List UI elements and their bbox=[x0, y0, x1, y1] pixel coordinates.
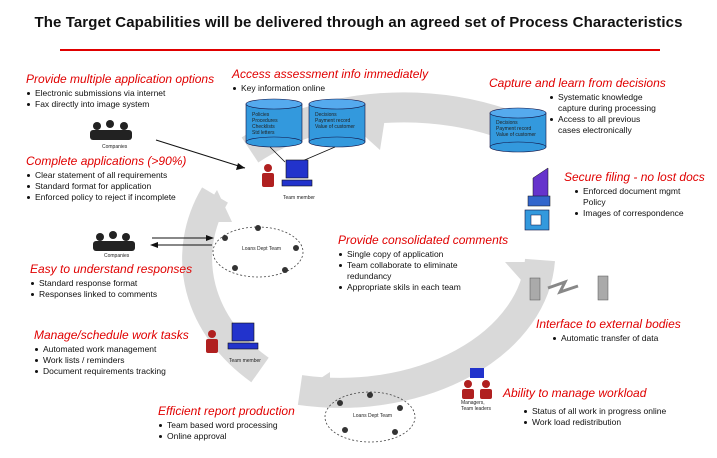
scanner-icon bbox=[527, 167, 551, 207]
block-heading: Efficient report production bbox=[158, 404, 295, 418]
database-1-items: Policies Procedures Checklists Std lette… bbox=[252, 112, 278, 136]
block-secure-filing: Secure filing - no lost docs Enforced do… bbox=[564, 170, 705, 219]
database-2-item: Value of customer bbox=[315, 124, 355, 130]
block-provide-multiple: Provide multiple application options Ele… bbox=[26, 72, 214, 110]
database-2-item: Decisions bbox=[315, 112, 337, 118]
bullet-item: Document requirements tracking bbox=[34, 366, 189, 377]
submission-arrow bbox=[155, 139, 246, 169]
database-icon-3 bbox=[489, 107, 547, 153]
bullet-item: Electronic submissions via internet bbox=[26, 88, 214, 99]
bullet-item: Enforced document mgmt Policy bbox=[574, 186, 704, 208]
block-capture-learn: Capture and learn from decisions Systema… bbox=[489, 76, 666, 136]
managers-icon bbox=[462, 368, 492, 399]
block-manage-workload: Ability to manage workload Status of all… bbox=[503, 386, 666, 428]
cycle-arrowhead-left bbox=[197, 190, 232, 222]
bullet-item: Enforced policy to reject if incomplete bbox=[26, 192, 186, 203]
cycle-arrowhead-bottom bbox=[300, 372, 330, 408]
companies-label-top: Companies bbox=[102, 144, 128, 150]
computer-icon-mid bbox=[227, 322, 259, 350]
server-left-icon bbox=[529, 277, 541, 301]
block-heading: Interface to external bodies bbox=[536, 317, 681, 331]
server-right-icon bbox=[597, 275, 609, 301]
bullet-item: Status of all work in progress online bbox=[523, 406, 666, 417]
cycle-arrowhead-right bbox=[505, 262, 555, 290]
person-icon-mid bbox=[206, 330, 218, 353]
block-heading: Access assessment info immediately bbox=[232, 67, 429, 81]
team-member-label-top: Team member bbox=[283, 195, 315, 201]
block-interface-external: Interface to external bodies Automatic t… bbox=[536, 317, 681, 344]
block-easy-responses: Easy to understand responses Standard re… bbox=[30, 262, 192, 300]
db-link-1 bbox=[269, 146, 286, 163]
database-3-item: Decisions bbox=[496, 120, 518, 126]
bullet-item: Images of correspondence bbox=[574, 208, 704, 219]
page-title: The Target Capabilities will be delivere… bbox=[34, 14, 683, 31]
lightning-icon bbox=[547, 279, 579, 295]
people-group-icon-top bbox=[90, 120, 132, 140]
bullet-item: Work lists / reminders bbox=[34, 355, 189, 366]
person-icon-top bbox=[262, 164, 274, 187]
team-center-label: Loans Dept Team bbox=[242, 246, 282, 252]
bullet-item: Team based word processing bbox=[158, 420, 295, 431]
block-manage-schedule: Manage/schedule work tasks Automated wor… bbox=[34, 328, 189, 377]
team-member-label-mid: Team member bbox=[229, 358, 261, 364]
bullet-item: Fax directly into image system bbox=[26, 99, 214, 110]
database-icon-2 bbox=[308, 98, 366, 148]
companies-label-mid: Companies bbox=[104, 253, 130, 259]
bullet-item: Online approval bbox=[158, 431, 295, 442]
database-1-item: Checklists bbox=[252, 124, 275, 130]
bullet-item: Automatic transfer of data bbox=[552, 333, 681, 344]
database-icon-1 bbox=[245, 98, 303, 148]
bullet-item: Access to all previous cases electronica… bbox=[549, 114, 659, 136]
people-group-icon-mid bbox=[93, 231, 135, 251]
block-efficient-report: Efficient report production Team based w… bbox=[158, 404, 295, 442]
bullet-item: Standard response format bbox=[30, 278, 192, 289]
bullet-item: Key information online bbox=[232, 83, 428, 94]
bullet-item: Work load redistribution bbox=[523, 417, 666, 428]
block-heading: Easy to understand responses bbox=[30, 262, 193, 276]
block-heading: Manage/schedule work tasks bbox=[34, 328, 189, 342]
bullet-item: Team collaborate to eliminate redundancy bbox=[338, 260, 492, 282]
bullet-item: Systematic knowledge capture during proc… bbox=[549, 92, 659, 114]
database-3-item: Payment record bbox=[496, 126, 532, 132]
db-link-2 bbox=[299, 146, 336, 163]
database-2-items: Decisions Payment record Value of custom… bbox=[315, 112, 355, 130]
database-3-items: Decisions Payment record Value of custom… bbox=[496, 120, 536, 138]
bullet-item: Standard format for application bbox=[26, 181, 186, 192]
block-heading: Provide consolidated comments bbox=[338, 233, 509, 247]
block-heading: Provide multiple application options bbox=[26, 72, 215, 86]
database-1-item: Std letters bbox=[252, 130, 275, 136]
block-heading: Ability to manage workload bbox=[503, 386, 647, 400]
database-1-item: Procedures bbox=[252, 118, 278, 124]
title-rule bbox=[60, 49, 660, 51]
bullet-item: Single copy of application bbox=[338, 249, 488, 260]
bullet-item: Appropriate skils in each team bbox=[338, 282, 488, 293]
database-3-item: Value of customer bbox=[496, 132, 536, 138]
bullet-item: Clear statement of all requirements bbox=[26, 170, 186, 181]
block-complete-apps: Complete applications (>90%) Clear state… bbox=[26, 154, 186, 203]
file-cabinet-icon bbox=[524, 209, 550, 231]
block-heading: Capture and learn from decisions bbox=[489, 76, 666, 90]
block-heading: Complete applications (>90%) bbox=[26, 154, 187, 168]
team-bottom-label: Loans Dept Team bbox=[353, 413, 393, 419]
block-access-assessment: Access assessment info immediately Key i… bbox=[232, 67, 428, 94]
block-consolidated: Provide consolidated comments Single cop… bbox=[338, 233, 508, 293]
team-bottom-people-icon bbox=[337, 392, 403, 435]
team-ellipse-center bbox=[212, 226, 304, 278]
team-center-people-icon bbox=[222, 225, 299, 273]
exchange-arrow-right-head bbox=[206, 235, 214, 241]
exchange-arrow-left-head bbox=[150, 242, 158, 248]
bullet-item: Responses linked to comments bbox=[30, 289, 192, 300]
submission-arrow-head bbox=[236, 163, 245, 170]
team-ellipse-bottom bbox=[324, 391, 416, 443]
computer-icon-top bbox=[281, 159, 313, 187]
block-heading: Secure filing - no lost docs bbox=[564, 170, 705, 184]
managers-label: Managers, Team leaders bbox=[461, 400, 492, 412]
database-2-item: Payment record bbox=[315, 118, 351, 124]
bullet-item: Automated work management bbox=[34, 344, 189, 355]
database-1-item: Policies bbox=[252, 112, 270, 118]
